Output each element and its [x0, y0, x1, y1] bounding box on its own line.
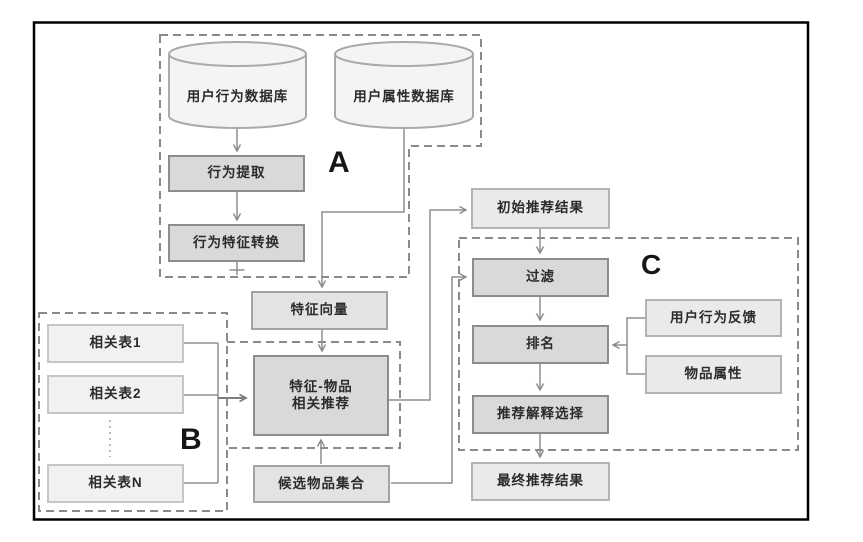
group-a-outline [159, 34, 482, 278]
node-behavior-extract: 行为提取 [168, 155, 305, 192]
feature-item-outline [226, 341, 401, 449]
node-feature-item-recommend: 特征-物品 相关推荐 [253, 355, 389, 436]
group-a-label: A [328, 146, 350, 179]
node-filter: 过滤 [472, 258, 609, 297]
node-initial-result: 初始推荐结果 [471, 188, 610, 229]
node-rel-table-n: 相关表N [47, 464, 184, 503]
outer-border [32, 21, 810, 521]
node-rel-table-1: 相关表1 [47, 324, 184, 363]
group-b-label: B [180, 423, 202, 456]
node-item-attr: 物品属性 [645, 355, 782, 394]
node-rel-table-2: 相关表2 [47, 375, 184, 414]
edge-candidate-filter [391, 272, 468, 484]
edge-attrdb-featurevector [317, 129, 405, 289]
feature-item-line1: 特征-物品 [289, 378, 353, 394]
node-behavior-transform: 行为特征转换 [168, 224, 305, 262]
group-c-label: C [641, 249, 662, 280]
feature-item-line2: 相关推荐 [292, 395, 350, 411]
user-behavior-db-cylinder [168, 41, 307, 129]
node-user-behavior-db: 用户行为数据库 [186, 89, 289, 104]
node-feature-vector: 特征向量 [251, 291, 388, 330]
node-behavior-feedback: 用户行为反馈 [645, 299, 782, 337]
group-c-outline [458, 237, 799, 451]
node-explain-select: 推荐解释选择 [472, 395, 609, 434]
node-candidate-set: 候选物品集合 [253, 465, 390, 503]
edge-featureitem-initial [389, 205, 468, 401]
user-attr-db-cylinder [334, 41, 474, 129]
edge-feedback-itemattr-bus [626, 317, 645, 375]
node-ranking: 排名 [472, 325, 609, 364]
node-user-attr-db: 用户属性数据库 [353, 89, 455, 104]
node-final-result: 最终推荐结果 [471, 462, 610, 501]
